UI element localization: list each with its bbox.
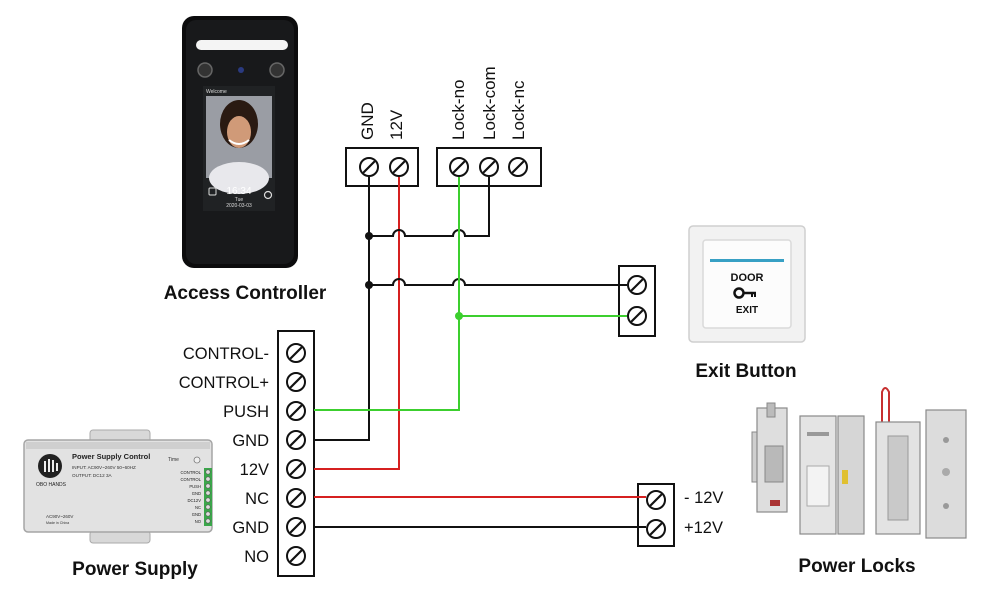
power-locks-device: [751, 387, 967, 539]
controller-terminal-lock-nc: Lock-nc: [509, 80, 528, 140]
access-controller-label: Access Controller: [164, 283, 327, 304]
supply-terminal-label: PUSH: [223, 403, 269, 421]
black-wire-gnd: [314, 176, 370, 441]
black-wire-to-exit-button: [369, 278, 627, 286]
screen-day: Tue: [235, 197, 244, 203]
unit-terminal-label: CONTROL: [181, 477, 202, 482]
unit-terminal-label: NO: [195, 519, 202, 524]
lock-terminal-labels: - 12V +12V: [684, 489, 723, 537]
unit-rating: AC90V~260V: [46, 514, 73, 519]
exit-button-device: DOOR EXIT: [688, 225, 806, 343]
unit-terminal-label: GND: [192, 512, 201, 517]
unit-terminal-screw: [205, 490, 211, 496]
unit-made: Made in China: [46, 521, 69, 525]
lock-icon: [208, 187, 217, 196]
controller-lock-screw: [479, 157, 499, 177]
unit-terminal-screw: [205, 497, 211, 503]
supply-terminal-screw: [286, 488, 306, 508]
supply-terminal-label: NO: [244, 548, 269, 566]
unit-title: Power Supply Control: [72, 452, 150, 461]
lock-terminal-plus-12v: +12V: [684, 519, 723, 537]
unit-input: INPUT: AC90V~260V 50~60HZ: [72, 465, 136, 470]
unit-brand: OBO HANDS: [36, 482, 67, 488]
key-icon: [733, 287, 756, 299]
unit-terminal-screw: [205, 476, 211, 482]
wire-junction: [365, 232, 373, 240]
lock-terminal-screw: [646, 490, 666, 510]
supply-terminal-label: GND: [232, 519, 269, 537]
controller-terminal-lock-no: Lock-no: [449, 80, 468, 140]
power-supply-label: Power Supply: [72, 559, 198, 580]
controller-terminal-lock-com: Lock-com: [480, 66, 499, 140]
exit-button-label: Exit Button: [695, 361, 796, 382]
controller-terminal-gnd: GND: [358, 102, 377, 140]
access-controller-device: Welcome 16:34 Tue 2020-03-03: [182, 16, 298, 268]
supply-terminal-screw: [286, 401, 306, 421]
unit-terminal-label: DC12V: [188, 498, 202, 503]
controller-lock-screw: [449, 157, 469, 177]
screen-time: 16:34: [226, 186, 251, 197]
unit-output: OUTPUT: DC12 3A: [72, 473, 113, 478]
green-wire-push: [314, 176, 460, 411]
red-wire-12v: [314, 176, 400, 470]
power-locks-label: Power Locks: [798, 556, 915, 577]
exit-button-screw: [627, 306, 647, 326]
supply-terminal-label: 12V: [240, 461, 269, 479]
controller-power-screw: [389, 157, 409, 177]
supply-terminal-block: [277, 330, 315, 577]
controller-terminal-labels: GND 12V Lock-no Lock-com Lock-nc: [358, 66, 528, 140]
supply-terminal-screw: [286, 343, 306, 363]
controller-screen: Welcome 16:34 Tue 2020-03-03: [203, 86, 275, 211]
power-supply-device: OBO HANDS Power Supply Control INPUT: AC…: [23, 429, 213, 544]
black-wire-to-lock-com: [369, 176, 490, 237]
supply-terminal-screw: [286, 430, 306, 450]
unit-time: Time: [168, 457, 179, 463]
unit-terminal-label: CONTROL: [181, 470, 202, 475]
supply-terminal-screw: [286, 517, 306, 537]
wire-junction: [455, 312, 463, 320]
supply-terminal-labels: CONTROL- CONTROL+ PUSH GND 12V NC GND NO: [179, 345, 269, 566]
gear-icon: [263, 190, 273, 200]
screen-date: 2020-03-03: [226, 203, 252, 209]
hand-logo-icon: [38, 454, 62, 478]
unit-terminal-label: PUSH: [189, 484, 201, 489]
controller-lock-screw: [508, 157, 528, 177]
controller-terminal-12v: 12V: [387, 109, 406, 140]
supply-terminal-label: GND: [232, 432, 269, 450]
unit-terminal-screw: [205, 518, 211, 524]
supply-terminal-label: NC: [245, 490, 269, 508]
supply-terminal-screw: [286, 546, 306, 566]
wire-junction: [365, 281, 373, 289]
supply-terminal-label: CONTROL+: [179, 374, 269, 392]
lock-terminal-screw: [646, 519, 666, 539]
exit-button-line2: EXIT: [736, 305, 758, 316]
exit-button-screw: [627, 275, 647, 295]
unit-terminal-screw: [205, 504, 211, 510]
wires: [314, 176, 646, 528]
supply-terminal-screw: [286, 459, 306, 479]
controller-power-screw: [359, 157, 379, 177]
lock-terminal-minus-12v: - 12V: [684, 489, 723, 507]
exit-button-line1: DOOR: [731, 272, 764, 284]
supply-terminal-label: CONTROL-: [183, 345, 269, 363]
supply-terminal-screw: [286, 372, 306, 392]
unit-terminal-screw: [205, 511, 211, 517]
unit-terminal-label: GND: [192, 491, 201, 496]
unit-terminal-screw: [205, 483, 211, 489]
unit-terminal-label: NC: [195, 505, 201, 510]
unit-terminal-screw: [205, 469, 211, 475]
screen-welcome: Welcome: [206, 89, 227, 95]
